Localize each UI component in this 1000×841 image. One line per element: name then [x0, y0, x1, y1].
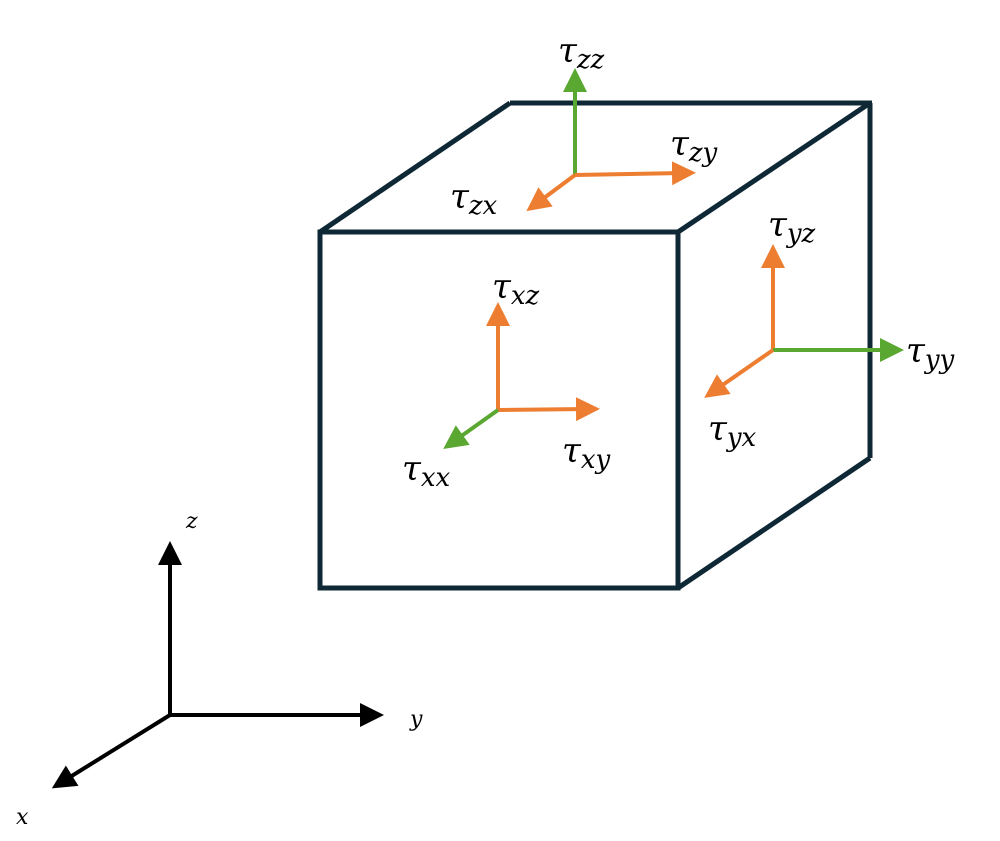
right-face-stresses	[704, 244, 904, 398]
axis-x	[51, 713, 172, 789]
arrow-tau-xx	[443, 408, 500, 449]
label-tau-yy: τyy	[906, 331, 955, 375]
arrow-tau-yx	[704, 348, 775, 398]
label-tau-zy: τzy	[670, 124, 718, 168]
arrow-tau-xy	[497, 397, 600, 422]
label-tau-xz: τxz	[492, 267, 539, 311]
axis-label-x: x	[16, 805, 29, 830]
cube-edge	[676, 455, 872, 591]
arrow-tau-zx	[526, 173, 577, 212]
arrow-tau-zy	[574, 161, 696, 186]
top-face-stresses	[526, 68, 696, 212]
label-tau-zx: τzx	[450, 177, 498, 221]
axis-label-z: z	[185, 509, 198, 534]
axis-label-y: y	[409, 707, 423, 732]
cube-edge	[318, 100, 512, 235]
label-tau-xx: τxx	[402, 449, 450, 493]
label-tau-yx: τyx	[708, 409, 757, 453]
label-tau-zz: τzz	[558, 31, 605, 75]
label-tau-yz: τyz	[768, 205, 816, 249]
cube	[317, 100, 873, 591]
front-face-stresses	[443, 302, 600, 449]
coordinate-axes	[51, 541, 384, 789]
label-tau-xy: τxy	[562, 431, 610, 475]
cube-edge	[676, 100, 872, 235]
cube-front-face	[317, 229, 681, 591]
